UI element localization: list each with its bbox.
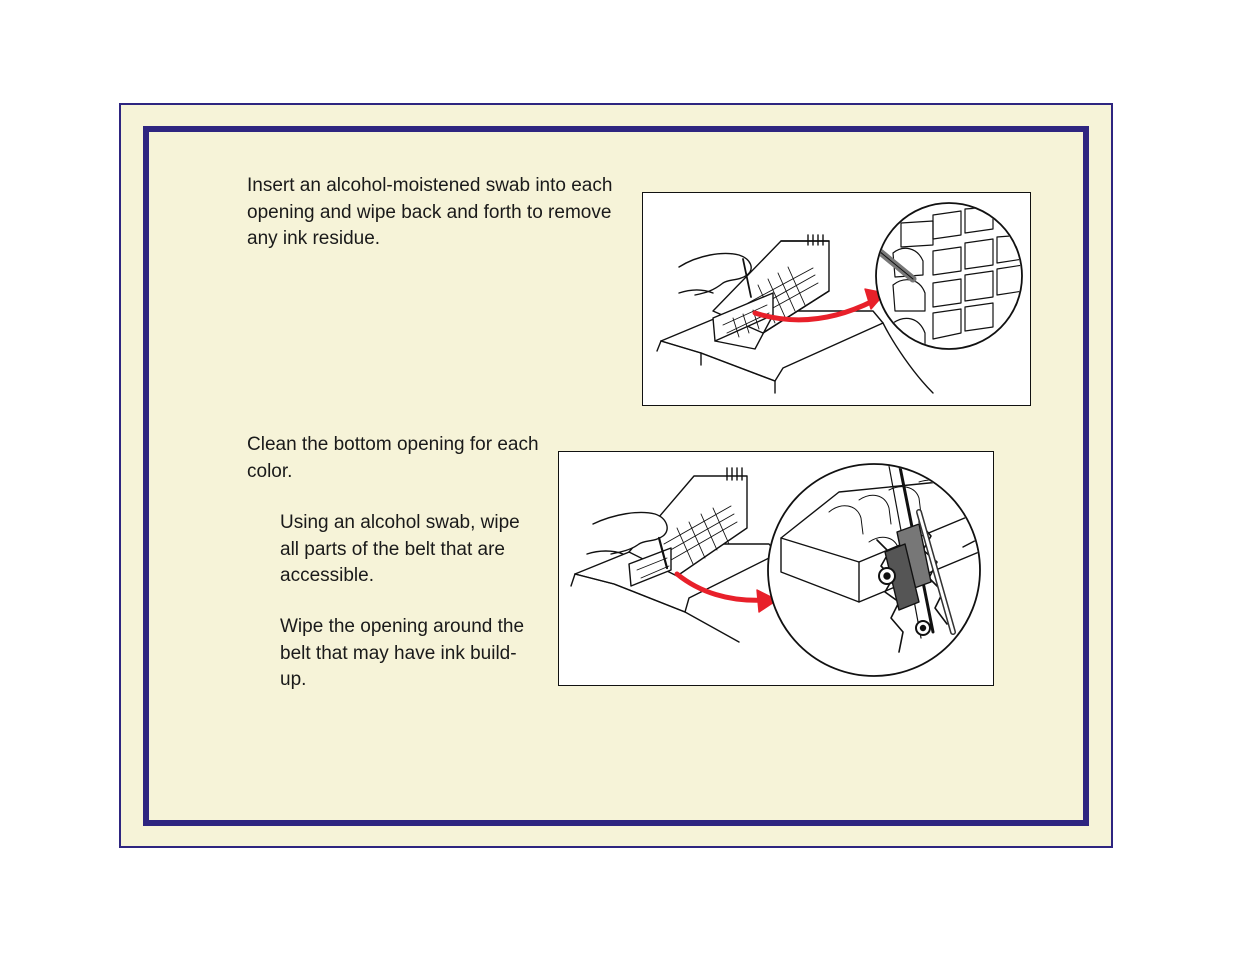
inner-frame [143,126,1089,826]
step2-substep-1: Using an alcohol swab, wipe all parts of… [280,512,520,586]
step2-instruction: Clean the bottom opening for each color. [247,434,539,482]
swab-openings-illustration [642,192,1031,406]
step2-substep-2: Wipe the opening around the belt that ma… [280,616,525,690]
belt-cleaning-illustration [558,451,994,686]
step1-instruction: Insert an alcohol-moistened swab into ea… [247,175,613,249]
